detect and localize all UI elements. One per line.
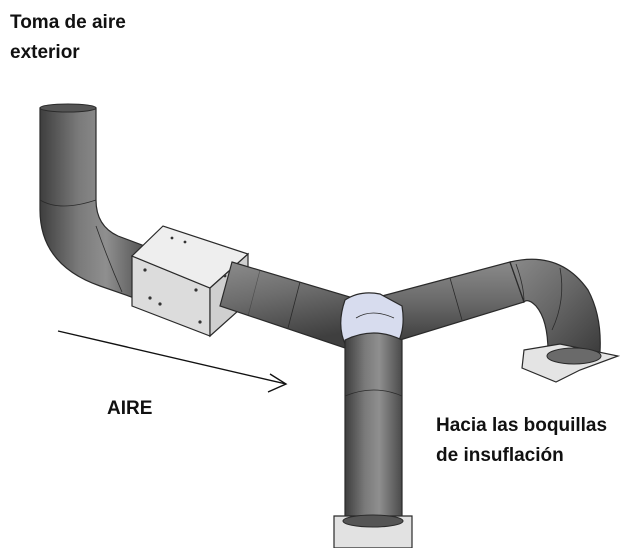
air-label: AIRE <box>107 398 153 419</box>
nozzles-label-line-2: de insuflación <box>436 445 564 466</box>
intake-label-line-2: exterior <box>10 42 80 63</box>
bottom-flange <box>333 514 413 548</box>
intake-label: Toma de aire exterior <box>10 8 126 68</box>
inlet-pipe <box>39 103 151 301</box>
right-elbow <box>509 258 601 353</box>
down-branch-duct <box>344 332 403 521</box>
right-flange <box>521 343 621 383</box>
right-branch-duct <box>381 261 525 341</box>
intake-label-line-1: Toma de aire <box>10 12 126 33</box>
nozzles-label-line-1: Hacia las boquillas <box>436 415 608 436</box>
main-duct <box>219 261 361 349</box>
air-arrow <box>57 330 288 393</box>
nozzles-label: Hacia las boquillas de insuflación <box>436 411 607 471</box>
